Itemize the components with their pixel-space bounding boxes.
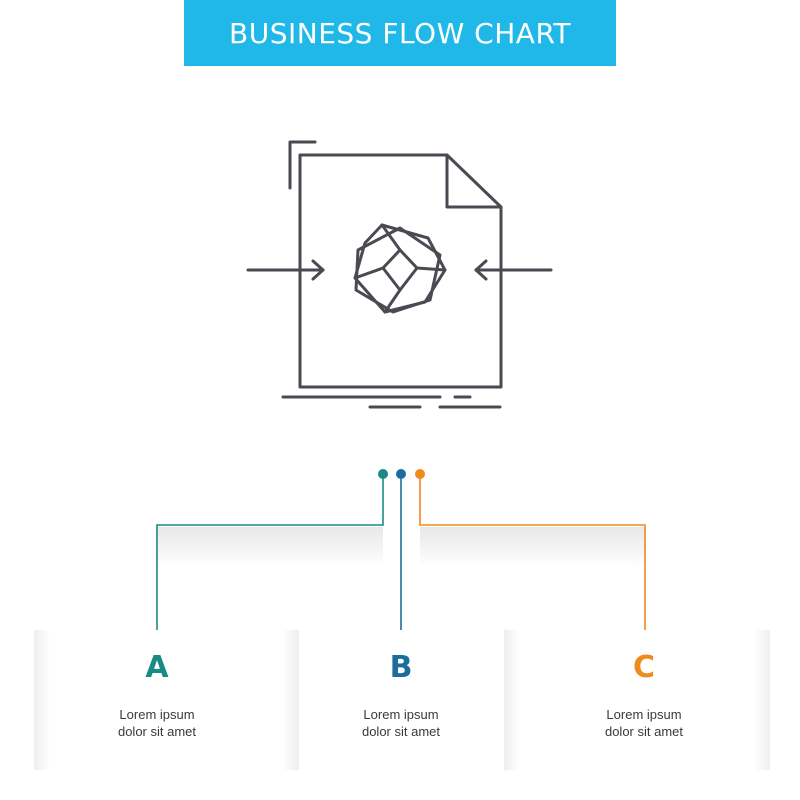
- connector-a: [156, 474, 384, 636]
- right-arrow-head: [474, 259, 488, 281]
- step-b: B Lorem ipsum dolor sit amet: [301, 630, 501, 770]
- document-outline: [298, 153, 503, 389]
- step-a-line2: dolor sit amet: [117, 724, 197, 739]
- step-c-line2: dolor sit amet: [604, 724, 684, 739]
- step-c-letter: C: [632, 650, 656, 685]
- page-title: BUSINESS FLOW CHART: [229, 16, 571, 50]
- step-a-letter: A: [145, 650, 169, 685]
- step-c-line1: Lorem ipsum: [606, 707, 682, 722]
- left-arrow-head: [311, 259, 325, 281]
- document-fold: [445, 153, 503, 209]
- connector-c: [419, 474, 646, 636]
- cube-outer-b: [354, 226, 442, 314]
- step-a-description: Lorem ipsum dolor sit amet: [57, 706, 257, 740]
- dot-b: [396, 469, 406, 479]
- step-c: C Lorem ipsum dolor sit amet: [544, 630, 744, 770]
- corner-bracket-icon: [288, 140, 317, 190]
- header-banner: BUSINESS FLOW CHART: [184, 0, 616, 66]
- step-b-letter: B: [389, 650, 413, 685]
- file-3d-cube-icon: [246, 140, 553, 409]
- step-a: A Lorem ipsum dolor sit amet: [57, 630, 257, 770]
- dot-c: [415, 469, 425, 479]
- step-b-description: Lorem ipsum dolor sit amet: [301, 706, 501, 740]
- shade-band-c: [420, 527, 646, 567]
- step-a-line1: Lorem ipsum: [119, 707, 195, 722]
- connector-lines: [156, 469, 646, 636]
- step-c-description: Lorem ipsum dolor sit amet: [544, 706, 744, 740]
- step-b-line2: dolor sit amet: [361, 724, 441, 739]
- step-b-line1: Lorem ipsum: [363, 707, 439, 722]
- dot-a: [378, 469, 388, 479]
- shade-band-a: [157, 527, 383, 567]
